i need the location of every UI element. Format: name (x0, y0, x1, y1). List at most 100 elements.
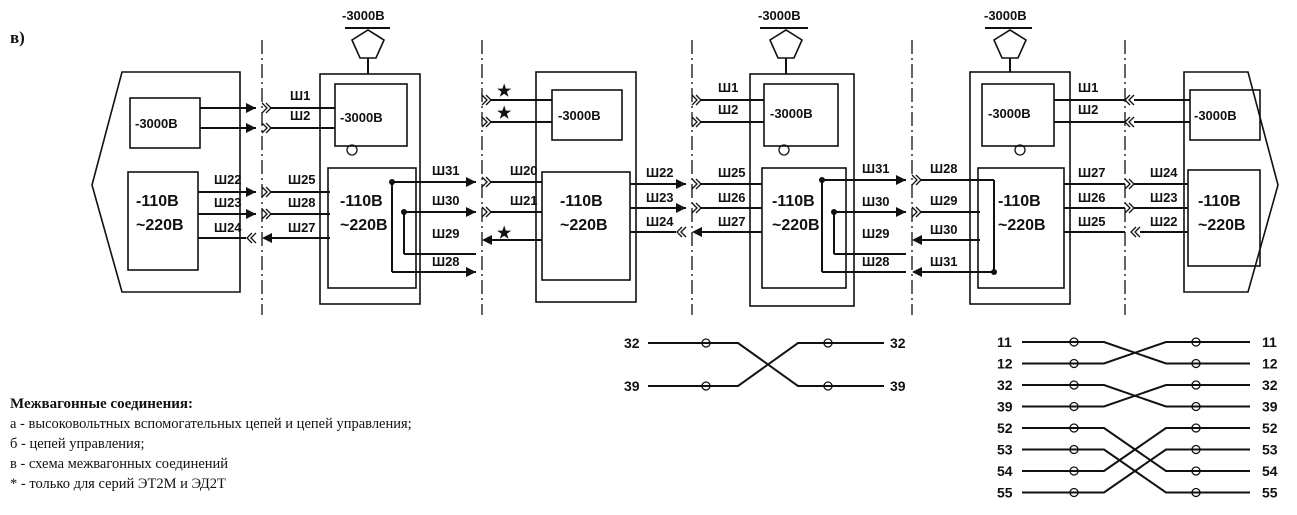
car-1-lv-label-2: ~220В (136, 217, 184, 234)
car-5-top-voltage: -3000В (984, 8, 1027, 23)
car-5-hv-conn-1: Ш1 (1078, 80, 1098, 95)
crossover-large-wire (1022, 448, 1250, 494)
star-marker: ★ (497, 83, 512, 100)
car-3: -3000В -110В ~220В ★ ★ ★ Ш20 Ш21 Ш22 Ш23… (481, 71, 687, 303)
crossover-large-node (1069, 358, 1079, 369)
car-1-conn-1: Ш22 (214, 172, 242, 187)
car-4-in-conn-1: Ш25 (718, 165, 746, 180)
car-2-out-conn-3: Ш29 (432, 226, 460, 241)
crossover-large-left-label: 53 (997, 442, 1013, 458)
car-4-hv-conn-2: Ш2 (718, 102, 738, 117)
car-4-out-conn-2: Ш30 (862, 194, 890, 209)
crossover-large-left-label: 11 (997, 334, 1012, 350)
car-1-conn-3: Ш24 (214, 220, 242, 235)
crossover-large-left-label: 32 (997, 377, 1013, 393)
car-6-in-conn-1: Ш24 (1150, 165, 1178, 180)
car-4-hv-label: -3000В (770, 106, 813, 121)
car-2-top-voltage: -3000В (342, 8, 385, 23)
car-2-out-conn-1: Ш31 (432, 163, 460, 178)
crossover-large-left-label: 12 (997, 356, 1013, 372)
legend-title: Межвагонные соединения: (10, 396, 193, 412)
car-5-in-conn-1: Ш28 (930, 161, 958, 176)
crossover-small-right-32: 32 (890, 335, 906, 351)
car-2-out-conn-2: Ш30 (432, 193, 460, 208)
car-1-hv-label: -3000В (135, 116, 178, 131)
car-2-lv-label-1: -110В (340, 193, 383, 210)
car-5-out-conn-2: Ш26 (1078, 190, 1106, 205)
car-2-in-conn-2: Ш28 (288, 195, 316, 210)
crossover-large-right-label: 39 (1262, 399, 1278, 415)
car-4-top-voltage: -3000В (758, 8, 801, 23)
crossover-large-node (1191, 337, 1201, 347)
crossover-large-left-label: 52 (997, 420, 1013, 436)
car-2-out-conn-4: Ш28 (432, 254, 460, 269)
car-1: -3000В -110В ~220В Ш22 Ш23 Ш24 (91, 71, 257, 293)
car-2-in-conn-3: Ш27 (288, 220, 316, 235)
crossover-small-left-39: 39 (624, 378, 640, 394)
car-2-lv-label-2: ~220В (340, 217, 388, 234)
car-4-in-conn-3: Ш27 (718, 214, 746, 229)
car-5-out-conn-3: Ш25 (1078, 214, 1106, 229)
car-3-lv-label-1: -110В (560, 193, 603, 210)
car-4-hv-conn-1: Ш1 (718, 80, 738, 95)
crossover-large-node (1069, 487, 1079, 498)
crossover-large-right-label: 54 (1262, 463, 1278, 479)
car-5-in-conn-2: Ш29 (930, 193, 958, 208)
car-5: -3000В -3000В -110В ~220В Ш28 Ш29 Ш30 Ш3… (911, 8, 1125, 305)
crossover-large-node (1191, 466, 1201, 476)
car-5-hv-conn-2: Ш2 (1078, 102, 1098, 117)
car-6-hv-label: -3000В (1194, 108, 1237, 123)
car-separators (261, 40, 1126, 315)
car-3-lv-label-2: ~220В (560, 217, 608, 234)
car-5-lv-label-2: ~220В (998, 217, 1046, 234)
car-4: -3000В -3000В -110В ~220В Ш1 Ш2 Ш25 Ш26 … (691, 8, 906, 307)
car-1-conn-2: Ш23 (214, 195, 242, 210)
car-4-in-conn-2: Ш26 (718, 190, 746, 205)
crossover-large-right-label: 11 (1262, 334, 1277, 350)
crossover-large-node (1069, 401, 1079, 412)
car-5-in-conn-3: Ш30 (930, 222, 958, 237)
crossover-large-left-label: 55 (997, 485, 1013, 501)
car-3-hv-label: -3000В (558, 108, 601, 123)
car-4-out-conn-3: Ш29 (862, 226, 890, 241)
car-3-out-conn-3: Ш24 (646, 214, 674, 229)
car-5-lv-label-1: -110В (998, 193, 1041, 210)
car-4-lv-label-2: ~220В (772, 217, 820, 234)
crossover-large-left-label: 39 (997, 399, 1013, 415)
crossover-large-node (1069, 380, 1079, 390)
crossover-large-node (1191, 380, 1201, 390)
crossover-large-node (1191, 444, 1201, 455)
car-2: -3000В -3000В -110В ~220В Ш1 Ш2 Ш25 Ш28 … (261, 8, 476, 305)
car-2-in-conn-1: Ш25 (288, 172, 316, 187)
crossover-large-node (1191, 487, 1201, 498)
crossover-large-node (1069, 337, 1079, 347)
car-6-lv-label-2: ~220В (1198, 217, 1246, 234)
crossover-large-right-label: 55 (1262, 485, 1278, 501)
car-3-out-conn-1: Ш22 (646, 165, 674, 180)
crossover-small-right-39: 39 (890, 378, 906, 394)
car-5-out-conn-1: Ш27 (1078, 165, 1106, 180)
crossover-large-left-label: 54 (997, 463, 1013, 479)
car-2-hv-conn-2: Ш2 (290, 108, 310, 123)
car-5-in-conn-4: Ш31 (930, 254, 958, 269)
car-6: -3000В -110В ~220В Ш24 Ш23 Ш22 (1124, 71, 1279, 293)
crossover-large-right-label: 53 (1262, 442, 1278, 458)
legend-item-v: в - схема межвагонных соединений (10, 456, 229, 472)
car-4-lv-label-1: -110В (772, 193, 815, 210)
crossover-large-node (1069, 444, 1079, 455)
crossover-large-node (1191, 401, 1201, 412)
car-1-lv-label-1: -110В (136, 193, 179, 210)
car-4-out-conn-4: Ш28 (862, 254, 890, 269)
legend-item-b: б - цепей управления; (10, 436, 145, 452)
crossover-large-wire (1022, 384, 1250, 408)
crossover-large-right-label: 12 (1262, 356, 1278, 372)
crossover-large-wire (1022, 427, 1250, 472)
crossover-small: 32 39 32 39 (624, 335, 906, 394)
crossover-small-left-32: 32 (624, 335, 640, 351)
legend-item-note: * - только для серий ЭТ2М и ЭД2Т (10, 476, 226, 492)
crossover-large-wire (1022, 341, 1250, 365)
car-2-hv-label: -3000В (340, 110, 383, 125)
crossover-large-node (1069, 423, 1079, 433)
car-6-in-conn-3: Ш22 (1150, 214, 1178, 229)
